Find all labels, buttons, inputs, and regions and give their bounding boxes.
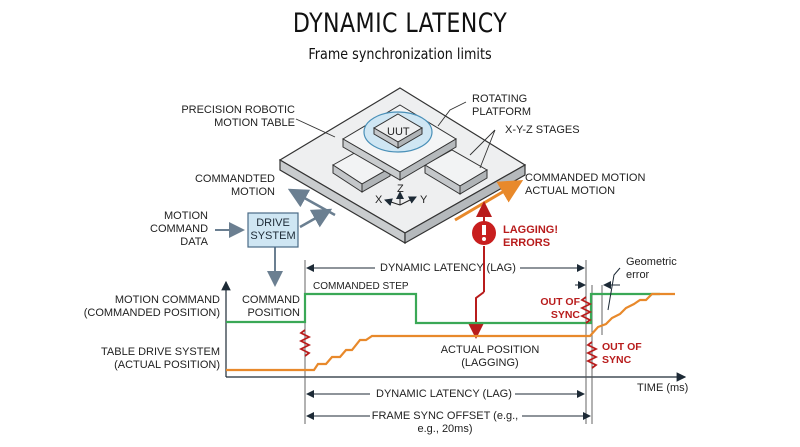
fso-line-2: e.g., 20ms) (417, 423, 473, 435)
axes-indicator (384, 191, 417, 207)
commanded-motion-line-1: COMMANDTED (194, 173, 275, 185)
commanded-position-line (226, 292, 660, 325)
mcd-line-3: DATA (180, 236, 208, 248)
y-axis-label: Y (420, 194, 428, 206)
rotating-platform-line-2: PLATFORM (472, 106, 532, 118)
actual-position-line (226, 292, 675, 372)
td-row-line-2: (ACTUAL POSITION) (114, 359, 220, 371)
actual-position-label: ACTUAL POSITION (LAGGING) (430, 344, 550, 370)
lagging-errors-label: LAGGING! ERRORS (503, 224, 558, 250)
xyz-stages-label: X-Y-Z STAGES (505, 124, 580, 136)
sync-error-zigzag-3 (585, 341, 599, 369)
cp-line-2: POSITION (247, 307, 300, 319)
mcd-line-1: MOTION (164, 210, 208, 222)
out-of-sync-label-2: OUT OF SYNC (602, 341, 642, 367)
oos2-line-1: OUT OF (602, 341, 642, 353)
commanded-step-label: COMMANDED STEP (313, 281, 409, 292)
page-subtitle: Frame synchronization limits (308, 45, 492, 63)
sync-error-zigzag-2 (579, 296, 593, 324)
precision-table-line-1: PRECISION ROBOTIC (181, 104, 295, 116)
drive-system-box (247, 212, 299, 248)
motion-command-row-label: MOTION COMMAND (COMMANDED POSITION) (60, 294, 220, 320)
commanded-actual-line-2: ACTUAL MOTION (525, 185, 616, 197)
commanded-motion-label: COMMANDTED MOTION (165, 173, 275, 199)
out-of-sync-label-1: OUT OF SYNC (530, 296, 580, 322)
cp-line-1: COMMAND (241, 294, 300, 306)
motion-command-data-label: MOTION COMMAND DATA (150, 210, 208, 249)
oos1-line-1: OUT OF (540, 296, 580, 308)
xyz-stage-left (332, 149, 391, 193)
geometric-error-label: Geometric error (626, 256, 677, 282)
commanded-actual-line-1: COMMANDED MOTION (525, 172, 646, 184)
ge-line-2: error (626, 269, 650, 281)
table-drive-row-label: TABLE DRIVE SYSTEM (ACTUAL POSITION) (60, 346, 220, 372)
command-position-label: COMMAND POSITION (238, 294, 300, 320)
mc-row-line-2: (COMMANDED POSITION) (83, 307, 220, 319)
warning-line-2: ERRORS (503, 237, 551, 249)
timing-axes (221, 280, 687, 382)
dynamic-latency-top-label: DYNAMIC LATENCY (LAG) (380, 262, 516, 274)
ge-line-1: Geometric (626, 256, 677, 268)
dimension-arrows (306, 264, 621, 420)
ap-line-2: (LAGGING) (461, 357, 519, 369)
commanded-motion-line-2: MOTION (231, 186, 275, 198)
frame-sync-offset-label: FRAME SYNC OFFSET (e.g., e.g., 20ms) (370, 410, 520, 436)
drive-system-label: DRIVE SYSTEM (248, 217, 298, 243)
rotating-platform-label: ROTATING PLATFORM (472, 93, 531, 119)
dynamic-latency-bottom-label: DYNAMIC LATENCY (LAG) (376, 388, 512, 400)
precision-table-label: PRECISION ROBOTIC MOTION TABLE (155, 104, 295, 130)
uut-label: UUT (387, 126, 410, 138)
oos2-line-2: SYNC (602, 354, 632, 366)
ap-line-1: ACTUAL POSITION (440, 344, 540, 356)
rotating-platform (342, 104, 457, 181)
drive-to-table-arrow (299, 208, 333, 229)
leader-lines (295, 101, 496, 169)
page-title: DYNAMIC LATENCY (292, 8, 508, 39)
z-axis-label: Z (397, 183, 404, 195)
mcd-line-2: COMMAND (150, 223, 209, 235)
sync-error-zigzag-1 (298, 329, 312, 357)
precision-table-line-2: MOTION TABLE (214, 117, 295, 129)
td-row-line-1: TABLE DRIVE SYSTEM (101, 346, 220, 358)
mc-row-line-1: MOTION COMMAND (114, 294, 220, 306)
oos1-line-2: SYNC (550, 309, 580, 321)
x-axis-label: X (375, 194, 383, 206)
rotating-platform-line-1: ROTATING (472, 93, 528, 105)
drive-system-line-2: SYSTEM (250, 230, 296, 242)
warning-line-1: LAGGING! (503, 224, 558, 236)
commanded-actual-motion-label: COMMANDED MOTION ACTUAL MOTION (525, 172, 645, 198)
xyz-stage-right (424, 149, 488, 195)
time-axis-label: TIME (ms) (637, 382, 689, 394)
drive-system-line-1: DRIVE (256, 217, 290, 229)
fso-line-1: FRAME SYNC OFFSET (e.g., (371, 410, 519, 422)
